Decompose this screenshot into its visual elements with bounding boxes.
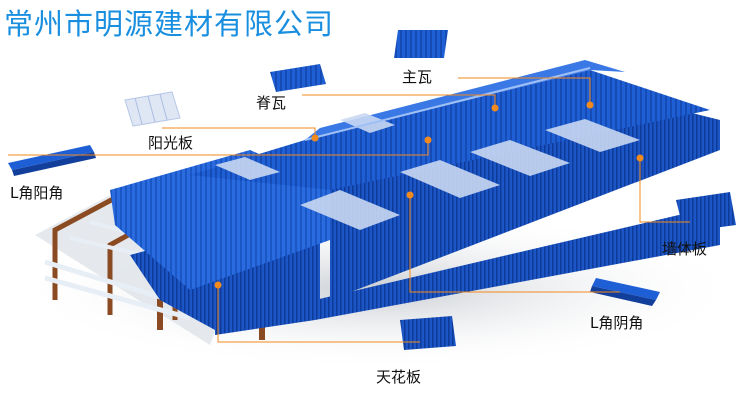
label-main-tile: 主瓦 (402, 68, 433, 86)
company-title: 常州市明源建材有限公司 (4, 7, 335, 41)
label-l-outer: L角阳角 (10, 184, 64, 202)
markers (214, 101, 644, 289)
label-skylight: 阳光板 (148, 134, 194, 152)
sample-wall-panel (676, 192, 736, 232)
label-ridge-tile: 脊瓦 (256, 94, 287, 112)
main-roof-front (190, 70, 710, 190)
low-roof-left (110, 150, 330, 290)
label-l-inner: L角阴角 (590, 314, 644, 332)
label-ceiling: 天花板 (376, 368, 422, 386)
ridge-line (304, 67, 591, 141)
sample-l-outer (8, 145, 96, 176)
sample-main-tile (394, 30, 448, 58)
label-wall-panel: 墙体板 (662, 240, 708, 258)
leader-lines (8, 77, 690, 343)
skylight-strips (215, 113, 640, 230)
sample-l-inner (590, 278, 660, 306)
sample-ridge-tile (270, 64, 326, 92)
sample-skylight (124, 91, 181, 127)
sample-ceiling (400, 316, 456, 350)
wall-panel-side (330, 100, 720, 300)
wall-panel-front (215, 210, 720, 335)
